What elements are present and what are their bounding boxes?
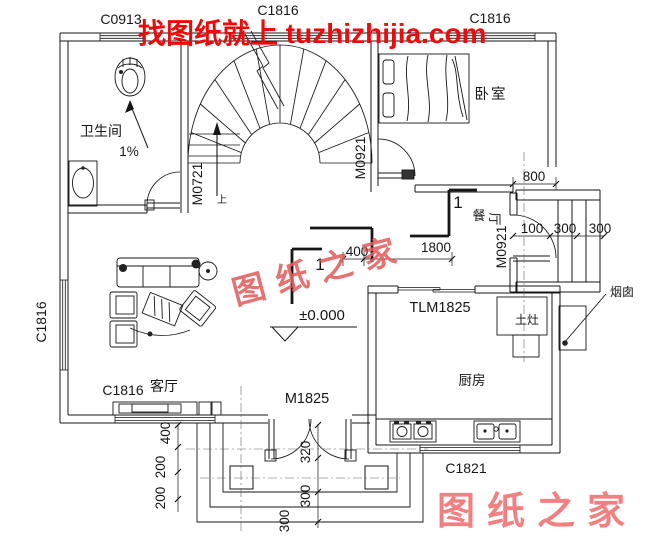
dim-100: 100: [521, 221, 544, 236]
door-label-m0921-dining: M0921: [493, 225, 509, 268]
slope-arrow: [125, 100, 149, 149]
window-symbols: [60, 33, 536, 453]
room-label-dining-char2: 厅: [487, 212, 502, 225]
bed: [378, 53, 470, 124]
stove-label: 土灶: [515, 313, 539, 327]
bathroom-sink: [68, 160, 98, 207]
dim-400-mid: 400: [346, 244, 369, 259]
stair-up-arrow: [213, 122, 221, 196]
chimney-label: 烟囱: [610, 285, 634, 299]
squat-toilet: [114, 57, 146, 97]
door-label-m0921-bedroom: M0921: [352, 136, 368, 179]
section-cut-lines: [290, 188, 477, 304]
entry-steps: [196, 423, 424, 523]
room-label-bathroom: 卫生间: [80, 123, 122, 139]
chimney-block: [558, 293, 607, 351]
door-label-m0721: M0721: [189, 162, 205, 205]
door-caps: [144, 169, 415, 462]
earthen-stove-block: [496, 296, 548, 358]
door-label-tlm1825: TLM1825: [409, 300, 470, 316]
dim-320: 320: [298, 441, 313, 464]
sofa-set: [109, 257, 218, 348]
window-label-c1816-top: C1816: [257, 2, 298, 18]
level-mark: [270, 326, 357, 342]
dim-800: 800: [523, 169, 546, 184]
dim-400-left: 400: [158, 422, 173, 445]
room-label-living: 客厅: [150, 378, 178, 394]
slope-label: 1%: [119, 144, 139, 159]
dim-200b: 200: [153, 487, 168, 510]
room-label-kitchen: 厨房: [459, 373, 486, 388]
dim-300c: 300: [298, 485, 313, 508]
section-mark-1b: 1: [453, 193, 462, 212]
stair-up-label: 上: [217, 194, 227, 206]
window-label-c1821: C1821: [445, 460, 486, 476]
door-arcs: [146, 138, 557, 460]
room-label-bedroom: 卧室: [475, 86, 508, 103]
tv-cabinet: [112, 401, 222, 416]
room-label-dining-char1: 餐: [472, 208, 485, 223]
window-label-c0913: C0913: [100, 11, 141, 27]
dim-300d: 300: [277, 510, 292, 533]
dim-1800: 1800: [421, 240, 451, 255]
section-mark-1a: 1: [315, 255, 324, 274]
walls: [59, 32, 601, 454]
window-label-c1816-bottom: C1816: [102, 382, 143, 398]
level-label: ±0.000: [299, 307, 345, 324]
porch-columns: [229, 465, 389, 490]
dim-300a: 300: [554, 221, 577, 236]
window-label-c1816-left: C1816: [33, 301, 49, 342]
door-leaves: [147, 172, 550, 459]
dimension-ticks: [174, 180, 608, 526]
axis-lines: [186, 152, 525, 534]
door-label-m1825: M1825: [285, 391, 329, 407]
window-label-c1816-right: C1816: [469, 10, 510, 26]
dim-200a: 200: [153, 456, 168, 479]
spiral-stair: [187, 30, 373, 164]
kitchen-counter: [376, 418, 552, 443]
dim-300b: 300: [589, 221, 612, 236]
